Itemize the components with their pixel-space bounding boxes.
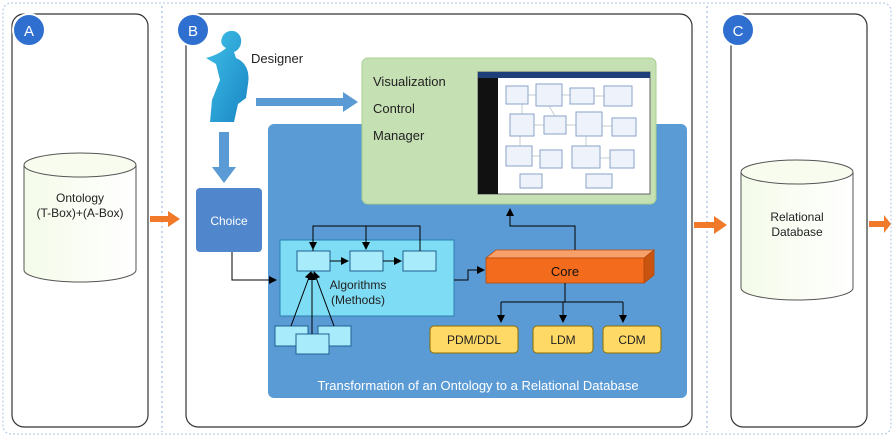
panel-c-badge — [721, 13, 755, 47]
pdm-ddl-box — [429, 325, 519, 354]
choice-label: Choice — [210, 214, 248, 228]
core-output-connectors — [497, 283, 627, 323]
relational-label-line1: Relational — [770, 210, 823, 224]
method-stack-connectors — [290, 271, 335, 334]
designer-label: Designer — [251, 51, 304, 66]
method-stack — [274, 325, 352, 355]
arrow-transformation-to-database — [694, 216, 727, 234]
transformation-caption: Transformation of an Ontology to a Relat… — [317, 378, 638, 393]
cdm-label: CDM — [618, 333, 645, 347]
ontology-cylinder — [23, 152, 137, 283]
cdm-box — [602, 325, 662, 354]
algorithms-label-line1: Algorithms — [330, 278, 387, 292]
arrow-ontology-to-choice — [150, 211, 180, 227]
visualization-label-line1: Visualization — [373, 74, 446, 89]
ldm-label: LDM — [550, 333, 575, 347]
arrow-designer-to-choice — [212, 132, 236, 183]
visualization-label-line2: Control — [373, 101, 415, 116]
visualization-screenshot-thumbnail — [477, 71, 651, 195]
connector-algorithms-to-core — [454, 266, 485, 281]
method-box-connectors — [309, 225, 421, 265]
relational-label-line2: Database — [771, 225, 823, 239]
algorithms-label-line2: (Methods) — [331, 293, 385, 307]
choice-box[interactable] — [196, 188, 262, 252]
core-box — [484, 249, 656, 284]
panel-b-badge — [176, 13, 210, 47]
arrow-designer-to-visualization — [256, 92, 358, 112]
core-label: Core — [551, 264, 579, 279]
panel-a-badge — [12, 13, 46, 47]
visualization-label-line3: Manager — [373, 128, 425, 143]
connector-choice-to-algorithms — [231, 252, 277, 284]
panel-b-badge-text: B — [188, 23, 198, 40]
relational-database-cylinder — [740, 159, 854, 301]
method-boxes-row — [296, 250, 437, 272]
method-box-3 — [402, 250, 437, 272]
method-box-1 — [296, 250, 331, 272]
ontology-label-line2: (T-Box)+(A-Box) — [36, 206, 123, 220]
method-box-2 — [349, 250, 384, 272]
connector-core-to-visualization — [506, 208, 576, 250]
ontology-label-line1: Ontology — [56, 191, 104, 205]
panel-a-badge-text: A — [24, 23, 34, 40]
designer-person-icon — [206, 30, 249, 122]
pdm-ddl-label: PDM/DDL — [447, 333, 501, 347]
arrow-database-out — [869, 215, 891, 233]
ldm-box — [532, 325, 594, 354]
panel-c-badge-text: C — [733, 23, 744, 40]
